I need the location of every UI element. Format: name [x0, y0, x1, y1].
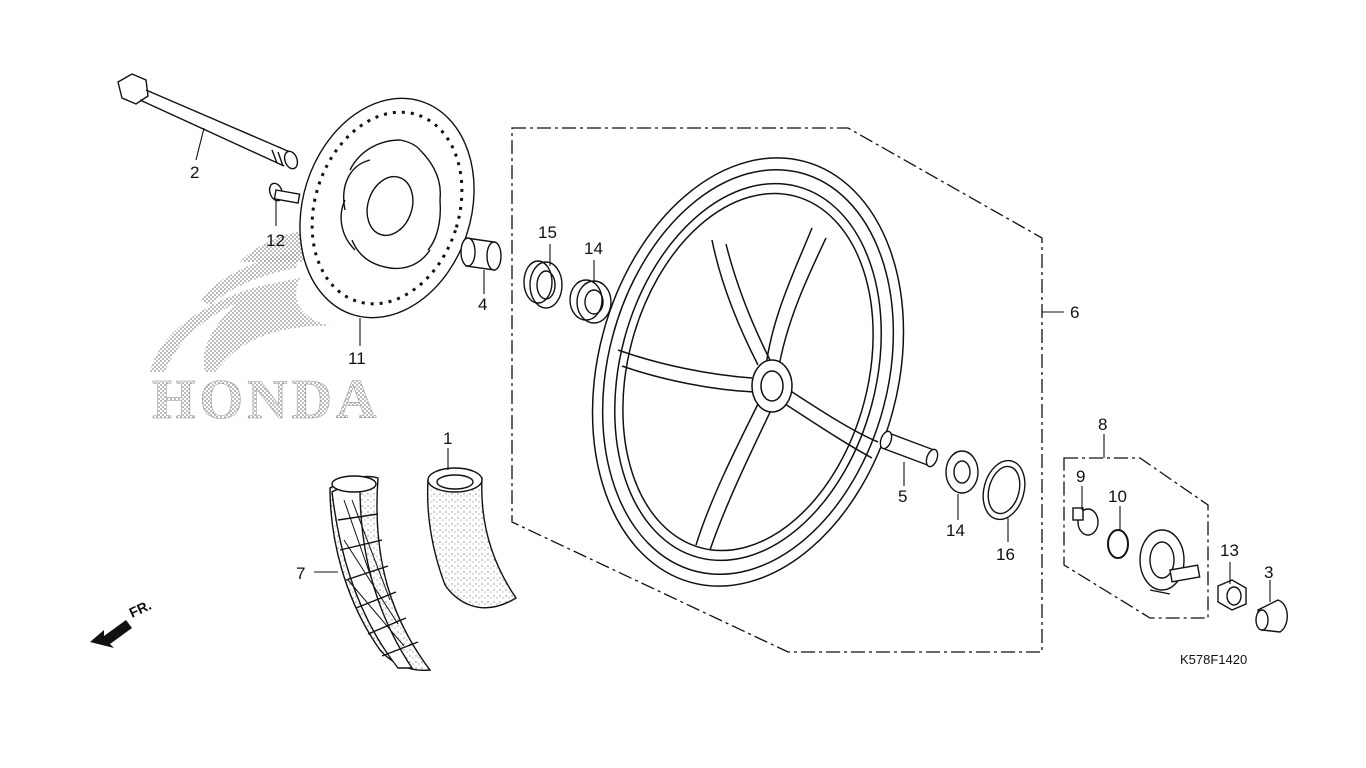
- front-arrow-icon: [90, 620, 132, 648]
- axle-cap: [1255, 599, 1288, 633]
- callout-11: 11: [348, 349, 366, 368]
- o-ring: [1107, 529, 1129, 559]
- disc-bolt: [268, 182, 301, 204]
- front-direction-indicator: FR.: [90, 597, 154, 648]
- honda-wing-logo: HONDA: [150, 229, 380, 431]
- callouts: 2 12 11 4 15 14 6 1 7 5 14 16 8 9 10 13 …: [190, 163, 1273, 583]
- callout-15: 15: [538, 223, 557, 242]
- callout-14-right: 14: [946, 521, 965, 540]
- callout-4: 4: [478, 295, 487, 314]
- callout-14-left: 14: [584, 239, 603, 258]
- radial-bearing-left: [569, 279, 612, 324]
- callout-2: 2: [190, 163, 199, 182]
- callout-8: 8: [1098, 415, 1107, 434]
- callout-16: 16: [996, 545, 1015, 564]
- front-label: FR.: [127, 597, 154, 621]
- callout-5: 5: [898, 487, 907, 506]
- leader-lines: [195, 127, 1271, 602]
- callout-7: 7: [296, 564, 305, 583]
- axle-nut: [1217, 579, 1247, 611]
- side-collar: [460, 237, 502, 271]
- radial-bearing-right: [945, 450, 979, 494]
- dust-seal-right: [982, 459, 1026, 521]
- callout-12: 12: [266, 231, 285, 250]
- callout-6: 6: [1070, 303, 1079, 322]
- speedometer-gearbox: [1139, 529, 1201, 595]
- callout-10: 10: [1108, 487, 1127, 506]
- front-tire: [329, 475, 432, 671]
- diagram-code: K578F1420: [1180, 652, 1247, 667]
- front-axle: [117, 73, 299, 170]
- inner-tube: [426, 467, 517, 609]
- callout-13: 13: [1220, 541, 1239, 560]
- wheel-assembly-bracket: [511, 127, 1043, 653]
- dust-seal: [523, 260, 563, 309]
- callout-3: 3: [1264, 563, 1273, 582]
- brake-disc: [299, 97, 475, 319]
- gear-retainer: [1072, 507, 1099, 536]
- callout-1: 1: [443, 429, 452, 448]
- distance-collar: [879, 430, 939, 468]
- honda-logo-text: HONDA: [152, 369, 380, 431]
- gearbox-bracket: [1063, 457, 1209, 619]
- front-wheel: [591, 157, 905, 587]
- callout-9: 9: [1076, 467, 1085, 486]
